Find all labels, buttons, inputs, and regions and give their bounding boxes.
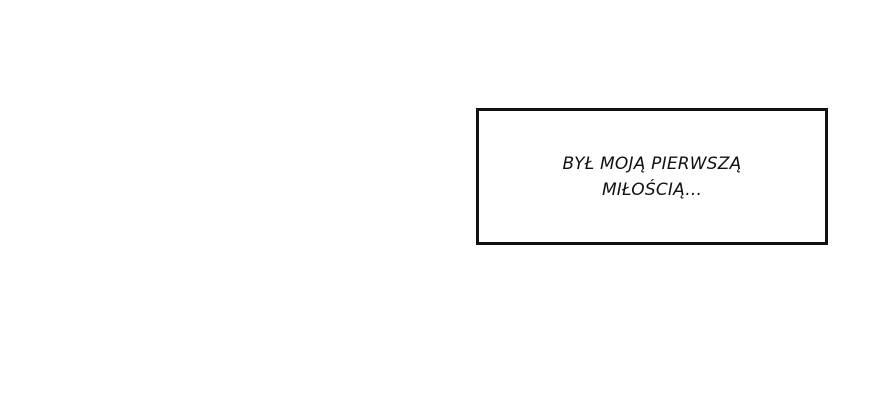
caption-line-1: BYŁ MOJĄ PIERWSZĄ — [562, 153, 742, 174]
caption-line-2: MIŁOŚCIĄ... — [601, 179, 703, 200]
caption-text: BYŁ MOJĄ PIERWSZĄ MIŁOŚCIĄ... — [563, 151, 742, 203]
caption-box: BYŁ MOJĄ PIERWSZĄ MIŁOŚCIĄ... — [476, 108, 828, 245]
